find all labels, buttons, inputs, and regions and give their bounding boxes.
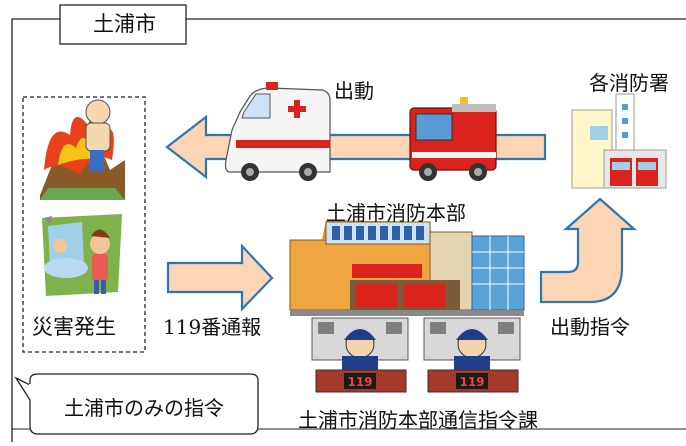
dispatch-operator-icon-2: 119 <box>423 317 521 393</box>
dispatch-label: 出動 <box>334 79 374 103</box>
order-arrow <box>539 197 637 304</box>
dispatch-operator-icon: 119 <box>311 317 409 393</box>
report-arrow <box>166 243 274 312</box>
fire-station-icon <box>571 93 667 189</box>
disaster-label: 災害発生 <box>32 315 116 339</box>
command-room-label: 土浦市消防本部通信指令課 <box>298 408 538 432</box>
fire-hq-building-icon <box>289 220 525 316</box>
callout-bubble <box>14 373 259 435</box>
flood-disaster-icon <box>42 214 122 296</box>
ambulance-icon <box>224 82 331 181</box>
city-tab-label: 土浦市 <box>93 12 156 36</box>
city-tab <box>59 4 187 45</box>
report-label: 119番通報 <box>163 315 262 339</box>
city-boundary <box>11 18 686 442</box>
console-number-2: 119 <box>459 375 484 389</box>
stations-label: 各消防署 <box>589 71 669 95</box>
callout-text: 土浦市のみの指令 <box>64 396 224 420</box>
console-number-1: 119 <box>347 375 372 389</box>
fire-disaster-icon <box>40 99 125 200</box>
hq-label: 土浦市消防本部 <box>326 201 466 225</box>
order-label: 出動指令 <box>550 315 630 339</box>
fire-truck-icon <box>409 97 497 181</box>
